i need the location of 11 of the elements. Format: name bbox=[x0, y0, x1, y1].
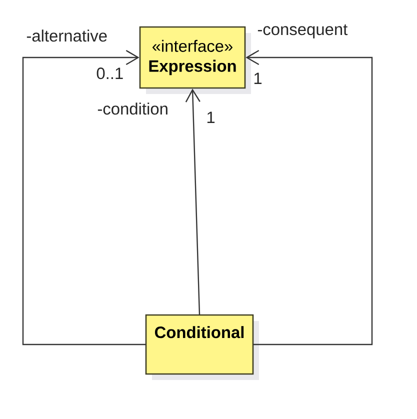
multiplicity-label: 0..1 bbox=[96, 68, 123, 80]
association-arrow bbox=[22, 50, 146, 346]
role-label: -alternative bbox=[26, 30, 107, 42]
association-arrow bbox=[185, 88, 200, 315]
multiplicity-label: 1 bbox=[207, 112, 215, 123]
class-box: Conditional bbox=[145, 314, 259, 380]
interface-box: «interface» Expression bbox=[139, 26, 251, 94]
multiplicity-label: 1 bbox=[254, 72, 262, 84]
role-label: -condition bbox=[98, 102, 168, 115]
role-label: -consequent bbox=[258, 24, 348, 38]
association-arrow bbox=[246, 50, 373, 346]
